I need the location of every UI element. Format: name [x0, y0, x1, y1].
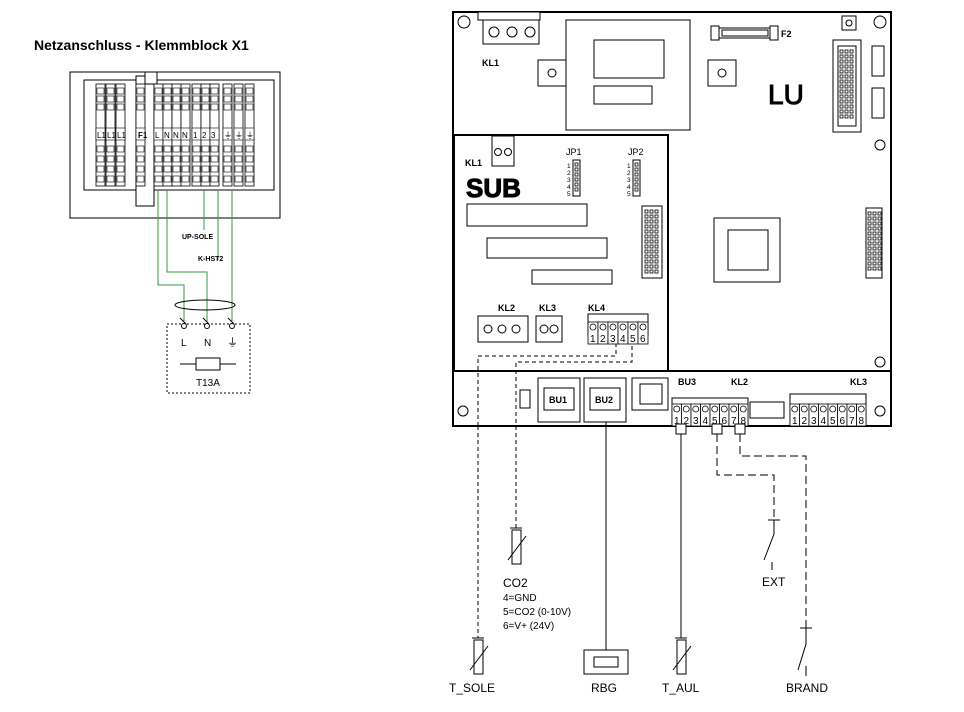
- co2-pin-gnd: 4=GND: [503, 593, 537, 604]
- terminal-block-x1: [69, 71, 281, 219]
- fuse-icon: [195, 357, 221, 371]
- terminal-label: ⏚: [246, 131, 254, 140]
- label-f2: F2: [781, 29, 792, 39]
- jp-pin-label: 1: [627, 163, 631, 170]
- t-sole-label: T_SOLE: [449, 681, 495, 695]
- diagram-title: Netzanschluss - Klemmblock X1: [34, 37, 249, 53]
- external-dashed-wiring: [716, 434, 807, 628]
- terminal-label: N: [173, 131, 179, 140]
- terminal-pin-label: 7: [849, 416, 855, 427]
- label-bu2: BU2: [595, 395, 613, 405]
- terminal-pin-label: 4: [620, 334, 626, 345]
- wire-label-k-hst2: K-HST2: [198, 256, 223, 263]
- fuse-label: T13A: [196, 378, 220, 389]
- terminal-pin-label: 4: [821, 416, 827, 427]
- jp-pin-label: 5: [627, 191, 631, 198]
- terminal-label: L1: [117, 131, 126, 140]
- supply-label-n: N: [204, 338, 211, 349]
- terminal-pin-label: 1: [674, 416, 680, 427]
- rbg-label: RBG: [591, 681, 617, 695]
- terminal-pin-label: 6: [640, 334, 646, 345]
- terminal-pin-label: 2: [684, 416, 690, 427]
- supply-label-pe: ⏚: [227, 336, 238, 349]
- terminal-pin-label: 8: [741, 416, 747, 427]
- wire-label-up-sole: UP-SOLE: [182, 234, 213, 241]
- terminal-pin-label: 6: [722, 416, 728, 427]
- label-jp1: JP1: [566, 147, 582, 157]
- terminal-label: L1: [97, 131, 106, 140]
- terminal-pin-label: 5: [712, 416, 718, 427]
- label-kl2: KL2: [731, 377, 748, 387]
- terminal-label: L: [155, 131, 160, 140]
- label-jp2: JP2: [628, 147, 644, 157]
- terminal-pin-label: 2: [802, 416, 808, 427]
- terminal-label: N: [182, 131, 188, 140]
- label-sub: SUB: [466, 173, 521, 203]
- terminal-pin-label: 2: [600, 334, 606, 345]
- external-wiring: [605, 422, 746, 650]
- terminal-label: ⏚: [235, 131, 243, 140]
- supply-wires: [157, 190, 233, 322]
- terminal-pin-label: 3: [610, 334, 616, 345]
- co2-pin-supply: 6=V+ (24V): [503, 621, 554, 632]
- label-kl4: KL4: [588, 303, 605, 313]
- jp-pin-label: 2: [627, 170, 631, 177]
- jp-pin-label: 2: [567, 170, 571, 177]
- jp-pin-label: 5: [567, 191, 571, 198]
- label-bu1: BU1: [549, 395, 567, 405]
- terminal-pin-label: 4: [703, 416, 709, 427]
- pin-headers: [574, 49, 882, 274]
- internal-links: [477, 344, 633, 638]
- label-kl1-sub: KL1: [465, 158, 482, 168]
- label-lu: LU: [768, 79, 804, 110]
- terminal-label: 2: [202, 131, 207, 140]
- terminal-pin-label: 3: [693, 416, 699, 427]
- label-kl2-sub: KL2: [498, 303, 515, 313]
- label-kl3: KL3: [850, 377, 867, 387]
- jp-pin-label: 4: [567, 184, 571, 191]
- cable-ellipse: [174, 299, 236, 311]
- terminal-pin-label: 1: [590, 334, 596, 345]
- jp-pin-label: 3: [627, 177, 631, 184]
- terminal-label: F1: [138, 131, 148, 140]
- supply-label-l: L: [181, 338, 187, 349]
- label-kl3-sub: KL3: [539, 303, 556, 313]
- t-aul-label: T_AUL: [662, 681, 700, 695]
- label-bu3: BU3: [678, 377, 696, 387]
- terminal-pin-label: 5: [830, 416, 836, 427]
- co2-label: CO2: [503, 576, 528, 590]
- label-kl1-top: KL1: [482, 58, 499, 68]
- co2-pin-signal: 5=CO2 (0-10V): [503, 607, 571, 618]
- terminal-pin-label: 1: [792, 416, 798, 427]
- jp-pin-label: 4: [627, 184, 631, 191]
- supply-connection-box: L N ⏚ T13A: [166, 317, 251, 394]
- terminal-label: 1: [193, 131, 198, 140]
- terminal-pin-label: 7: [731, 416, 737, 427]
- terminal-pin-label: 3: [811, 416, 817, 427]
- terminal-label: N: [164, 131, 170, 140]
- brand-label: BRAND: [786, 681, 828, 695]
- terminal-label: ⏚: [224, 131, 232, 140]
- terminal-pin-label: 6: [840, 416, 846, 427]
- terminal-label: L1: [107, 131, 116, 140]
- terminal-pin-label: 8: [859, 416, 865, 427]
- terminal-pin-label: 5: [630, 334, 636, 345]
- ext-label: EXT: [762, 575, 786, 589]
- jp-pin-label: 1: [567, 163, 571, 170]
- terminal-label: 3: [211, 131, 216, 140]
- device-symbols: [469, 519, 812, 676]
- jp-pin-label: 3: [567, 177, 571, 184]
- control-board: [452, 11, 892, 427]
